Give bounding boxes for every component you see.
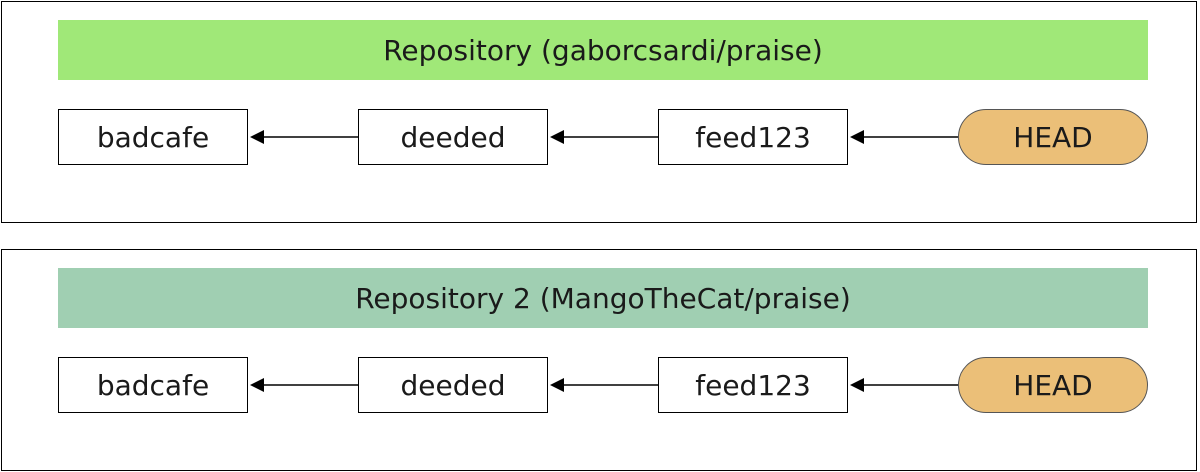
repository-title: Repository 2 (MangoTheCat/praise) <box>58 268 1148 328</box>
parent-arrow <box>250 378 358 392</box>
commit-node: badcafe <box>58 357 248 413</box>
head-pointer: HEAD <box>958 357 1148 413</box>
parent-arrow <box>550 378 658 392</box>
repository-panel: Repository (gaborcsardi/praise) badcafe … <box>1 1 1197 223</box>
parent-arrow <box>550 130 658 144</box>
commit-node: feed123 <box>658 357 848 413</box>
repository-title: Repository (gaborcsardi/praise) <box>58 20 1148 80</box>
commit-node: deeded <box>358 109 548 165</box>
commit-node: badcafe <box>58 109 248 165</box>
parent-arrow <box>250 130 358 144</box>
commit-node: deeded <box>358 357 548 413</box>
head-arrow <box>850 378 958 392</box>
head-pointer: HEAD <box>958 109 1148 165</box>
head-arrow <box>850 130 958 144</box>
commit-node: feed123 <box>658 109 848 165</box>
repository-panel: Repository 2 (MangoTheCat/praise) badcaf… <box>1 249 1197 471</box>
